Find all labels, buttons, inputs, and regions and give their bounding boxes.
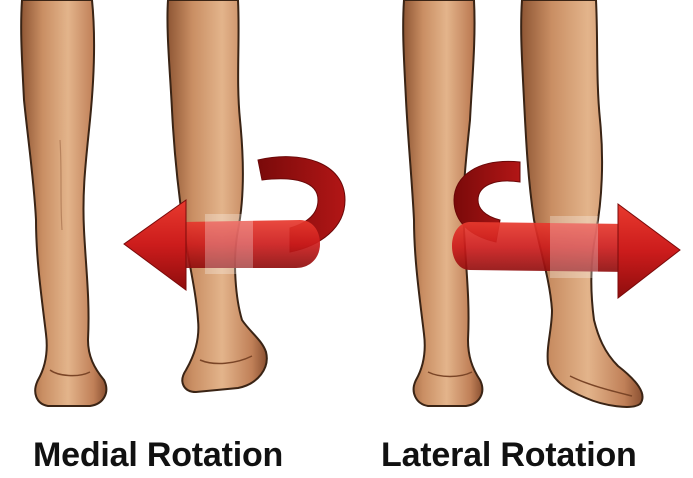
- lateral-rotation-label: Lateral Rotation: [381, 433, 691, 477]
- medial-rotation-label: Medial Rotation: [33, 433, 353, 477]
- medial-right-leg: [167, 0, 266, 392]
- lateral-right-leg: [521, 0, 642, 407]
- lateral-rotation-panel: [403, 0, 680, 407]
- medial-left-leg: [21, 0, 106, 406]
- medial-rotation-panel: [21, 0, 345, 406]
